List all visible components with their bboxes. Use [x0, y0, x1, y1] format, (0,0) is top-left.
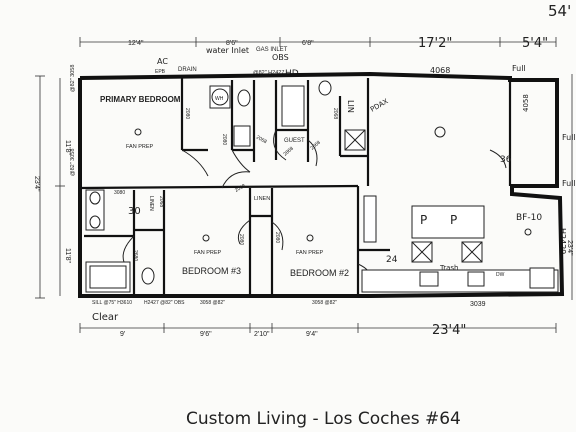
door-codes: 2080 2080 2068 2868 2068 2068 3080 2068 …: [114, 108, 338, 261]
fixtures: WH GUEST: [85, 80, 559, 293]
door-code-9: 2080: [238, 234, 244, 245]
door-code-4: 2868: [282, 146, 295, 158]
light-living: [434, 126, 446, 138]
fan-bed2: [306, 234, 314, 242]
toilet-primary: [237, 89, 251, 107]
bottom-dimensions: 9' 9'6" 2'10" 9'4" 23'4": [79, 323, 557, 338]
lin-closet-label: LIN: [346, 100, 355, 113]
water-heater-label: WH: [215, 96, 224, 102]
pp-label-2: P: [450, 213, 457, 227]
window-left-mid: @82" 3058: [70, 149, 76, 176]
trash-label: Trash: [439, 264, 459, 272]
dim-bottom-2: 9'6": [200, 331, 212, 338]
pdax-label: PDAX: [369, 97, 390, 114]
clear-label: Clear: [92, 312, 119, 323]
dim-bottom-1: 9': [120, 331, 125, 338]
door-code-10: 2080: [274, 232, 280, 243]
dw-label: DW: [496, 272, 505, 278]
window-4058: 4058: [522, 94, 530, 112]
door-code-1: 2080: [184, 108, 190, 119]
dim-left-2: 23'4": [33, 176, 40, 192]
dim-top-3: 6'8": [302, 40, 314, 47]
kitchen-counter: [361, 269, 559, 293]
dim-bottom-4: 9'4": [306, 331, 318, 338]
pantry: [529, 267, 555, 289]
dim-top-4: 17'2": [418, 36, 452, 51]
window-left-upper: @82" 3058: [70, 65, 76, 92]
light-kitchen: [524, 228, 532, 236]
door-code-7: 3080: [114, 190, 125, 196]
left-dimensions: 11'8" 23'4" 11'8" @82" 3058 @82" 3058: [33, 65, 76, 299]
linen-label-2: LINEN: [148, 196, 154, 211]
room-bed2-fan: FAN PREP: [296, 250, 324, 256]
window-bottom-3058a: 3058 @82": [200, 300, 225, 306]
room-bed3-label: BEDROOM #3: [182, 266, 241, 276]
window-right-full-2: Full: [562, 179, 576, 188]
door-code-5: 2068: [309, 140, 322, 152]
door-code-11: 2680: [132, 250, 138, 261]
guest-label: GUEST: [284, 138, 305, 144]
window-bottom-3039: 3039: [470, 301, 486, 308]
shower-label: 30: [128, 206, 141, 217]
ceiling-symbols: [134, 126, 532, 242]
tub-guest: [281, 85, 305, 127]
exterior-walls: [78, 71, 565, 298]
door-swings: [122, 129, 507, 283]
note-drain: DRAIN: [178, 67, 197, 73]
note-gas-window: @82" H2427: [253, 70, 284, 76]
cooktop: [419, 271, 439, 287]
toilet-primary-bath: [141, 267, 155, 285]
door-code-2: 2080: [221, 134, 227, 145]
kitchen-sink: [467, 271, 485, 287]
dim-top-2: 8'6": [226, 40, 238, 47]
window-right-full: Full: [562, 133, 576, 142]
fan-primary: [134, 128, 142, 136]
note-gas-inlet: GAS INLET: [256, 47, 288, 53]
room-bed3-fan: FAN PREP: [194, 250, 222, 256]
pp-label-1: P: [420, 213, 427, 227]
dim-left-1: 11'8": [64, 140, 71, 155]
wall-windows: 4058 SILL @75" H3610 H2427 @82" OBS 3058…: [92, 94, 530, 323]
door-code-12: 2068: [158, 196, 164, 207]
room-primary-label: PRIMARY BEDROOM: [100, 95, 181, 104]
vanity-primary: [233, 125, 251, 147]
island-dim-label: 36: [500, 155, 512, 165]
window-bottom-3058b: 3058 @82": [312, 300, 337, 306]
door-code-8: 2068: [234, 183, 247, 194]
dim-right-1: 23'4": [566, 240, 573, 256]
note-epb: EPB: [155, 69, 166, 75]
dim-bottom-5: 23'4": [432, 323, 466, 338]
overall-width-label: 54': [548, 2, 571, 20]
note-window-4068: 4068: [430, 66, 450, 75]
room-primary-fan: FAN PREP: [126, 144, 154, 150]
window-bottom-obs: H2427 @82" OBS: [144, 300, 185, 306]
counter-dim-label: 24: [386, 255, 398, 265]
top-dimensions: 12'4" 8'6" 6'8" 17'2" 5'4": [79, 36, 557, 51]
room-bed2-label: BEDROOM #2: [290, 268, 349, 278]
fan-bed3: [202, 234, 210, 242]
plan-title: Custom Living - Los Coches #64: [186, 409, 461, 429]
note-ac: AC: [157, 57, 168, 66]
bf-label: BF-10: [516, 213, 542, 223]
kitchen-island: [411, 205, 485, 239]
note-full-top: Full: [512, 64, 526, 73]
toilet-guest: [318, 80, 332, 96]
dim-bottom-3: 2'10": [254, 331, 270, 338]
linen-label-1: LINEN: [254, 196, 270, 202]
window-bottom-sill: SILL @75" H3610: [92, 300, 132, 306]
door-code-6: 2068: [332, 108, 338, 119]
note-water-inlet: water Inlet: [206, 46, 249, 55]
dim-top-5: 5'4": [522, 36, 548, 51]
dim-top-1: 12'4": [128, 40, 144, 47]
dim-left-3: 11'8": [64, 248, 71, 263]
door-code-3: 2068: [255, 135, 268, 146]
note-obs: OBS: [272, 53, 289, 62]
interior-walls: [79, 78, 512, 294]
kitchen-cabinet: [363, 195, 377, 243]
